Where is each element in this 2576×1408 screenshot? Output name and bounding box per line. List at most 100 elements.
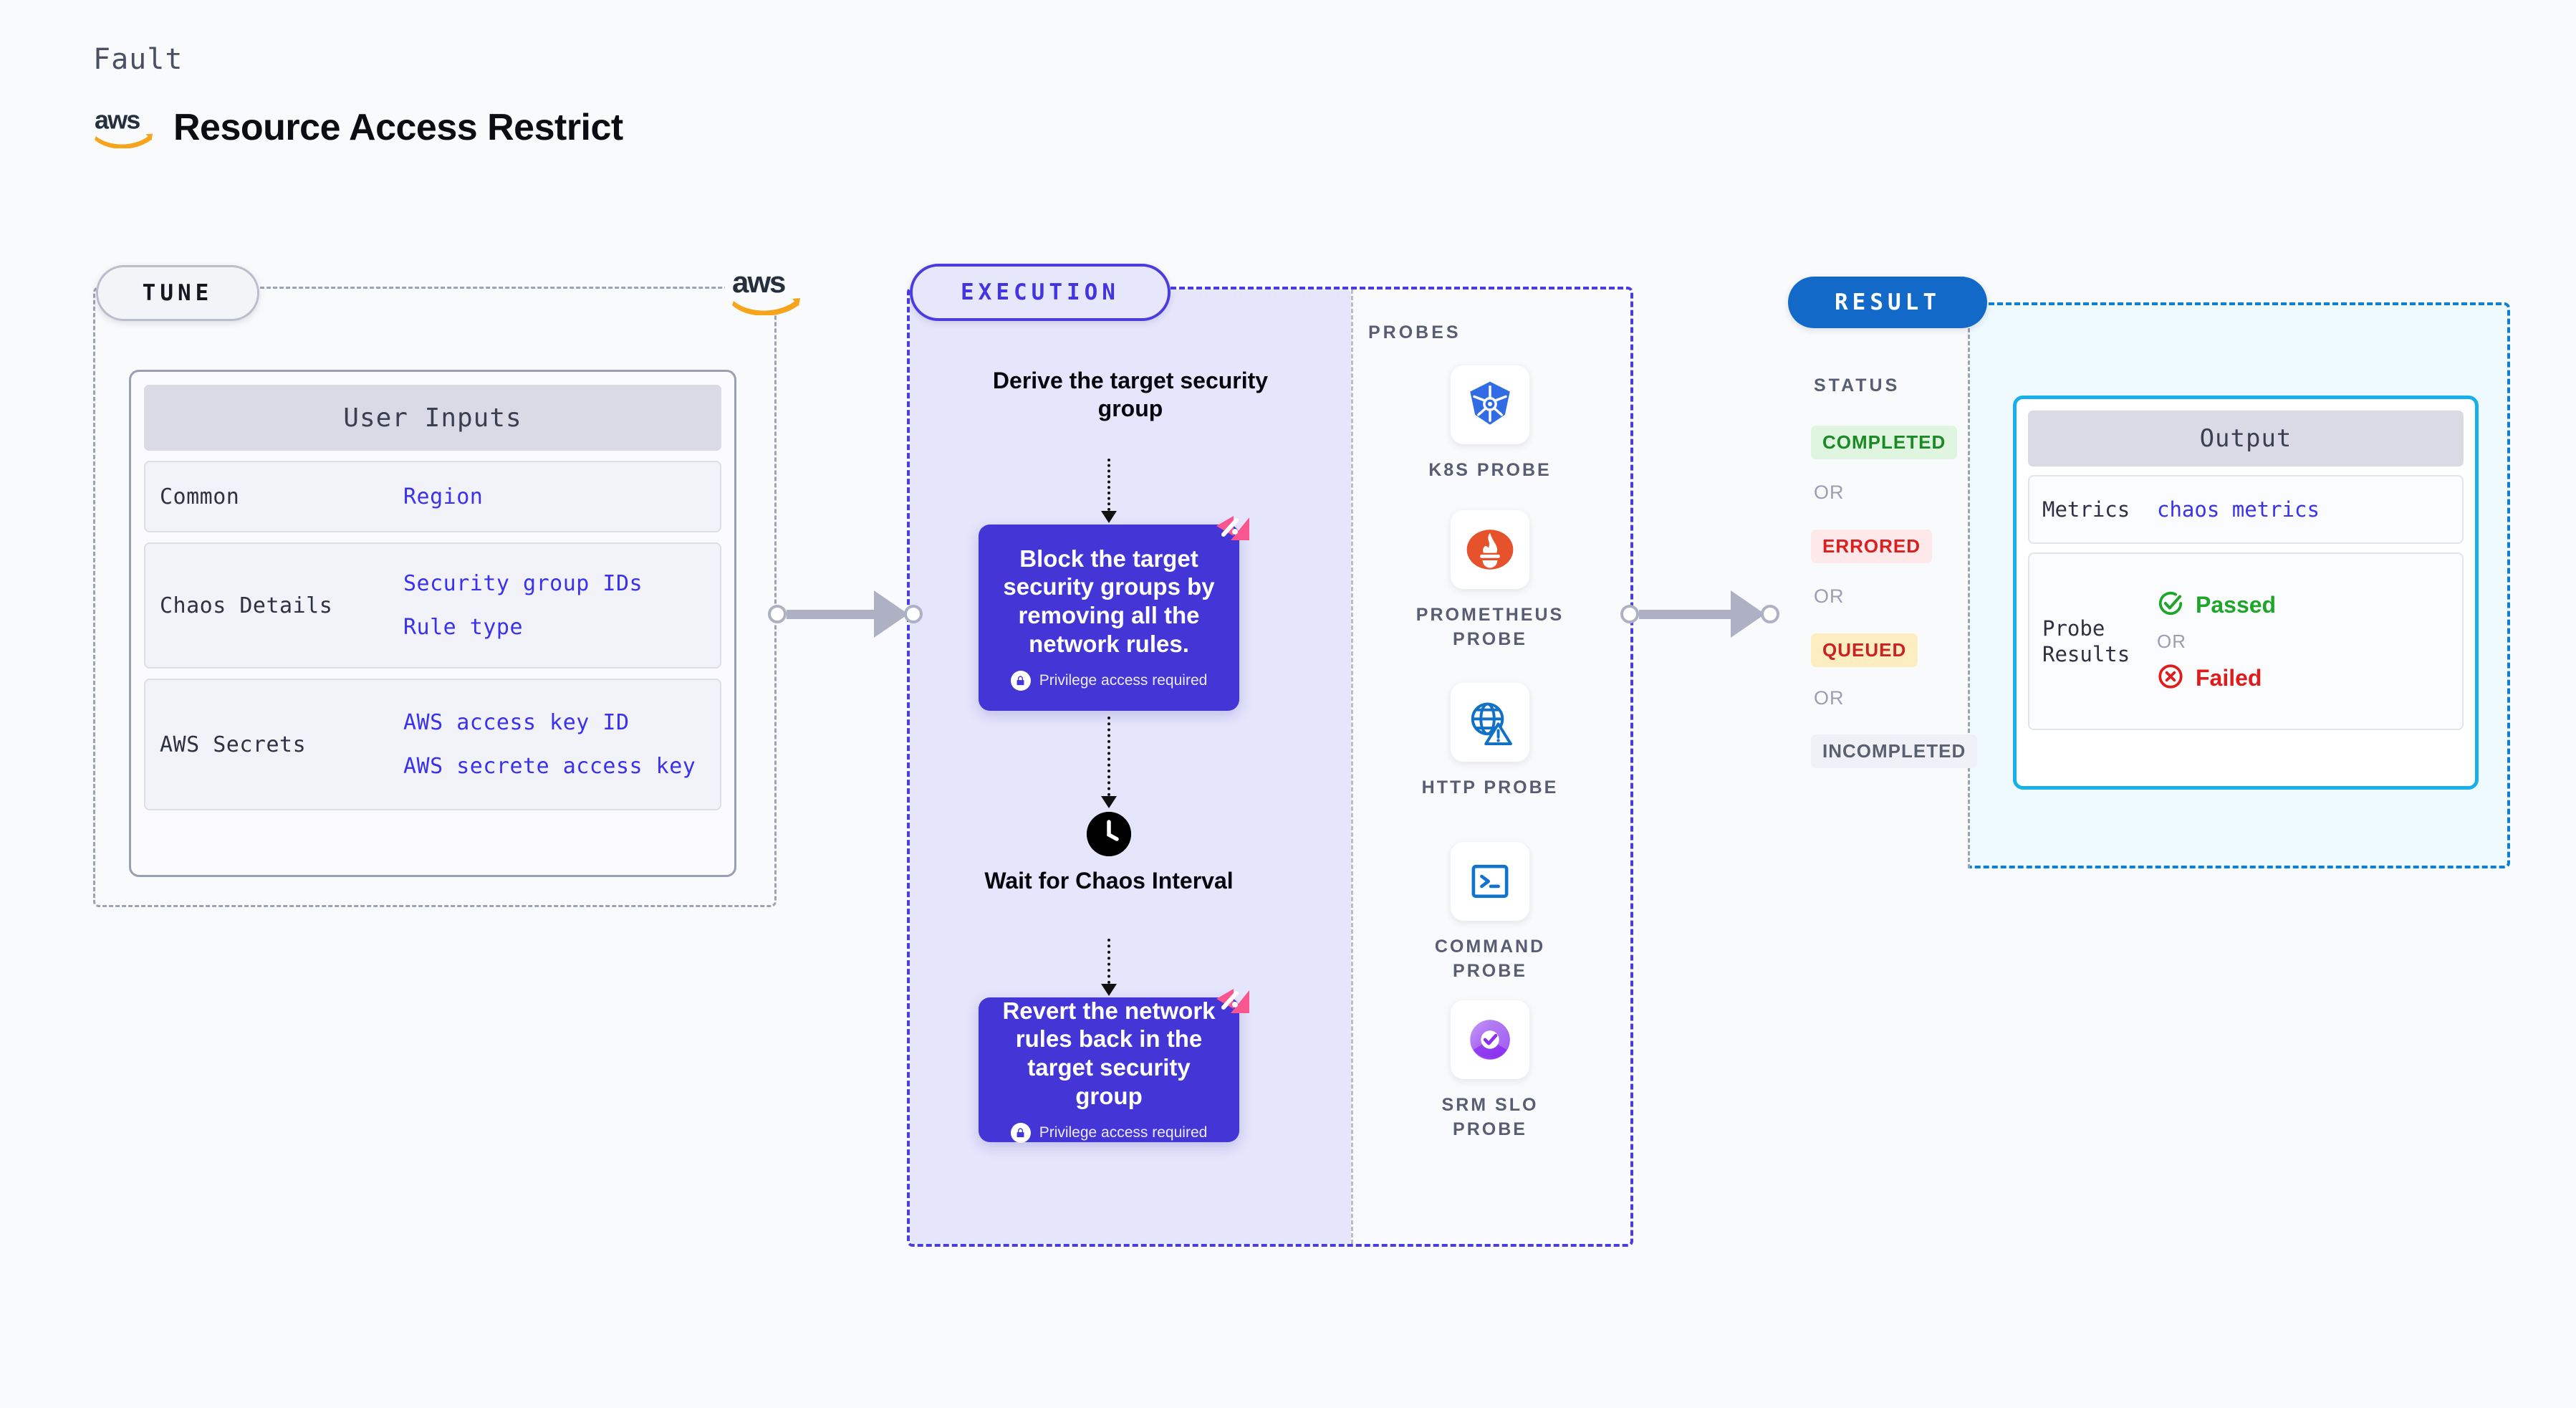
probe-result-passed: Passed	[2157, 590, 2276, 621]
title-row: aws Resource Access Restrict	[93, 106, 623, 149]
input-row-chaos-details: Chaos Details Security group IDs Rule ty…	[144, 542, 721, 669]
output-row-metrics: Metrics chaos metrics	[2028, 475, 2464, 544]
probe-result-passed-label: Passed	[2196, 591, 2277, 618]
execution-card-note-text: Privilege access required	[1039, 672, 1208, 689]
result-pill[interactable]: RESULT	[1788, 277, 1987, 328]
arrow-head-icon	[1100, 796, 1117, 808]
arrow-derive-to-block	[1100, 459, 1117, 523]
step-derive-label: Derive the target security group	[992, 368, 1269, 422]
status-label: STATUS	[1814, 375, 1900, 396]
probe-http[interactable]: HTTP PROBE	[1411, 683, 1569, 800]
execution-card-note-text: Privilege access required	[1039, 1124, 1208, 1141]
connector-tune-to-execution	[768, 590, 923, 638]
harness-chaos-icon	[1212, 983, 1252, 1023]
connector-dot	[1761, 605, 1779, 623]
output-card: Output Metrics chaos metrics Probe Resul…	[2013, 396, 2479, 790]
execution-card-title: Revert the network rules back in the tar…	[1002, 997, 1216, 1109]
probes-label: PROBES	[1368, 322, 1461, 343]
status-badge-completed: COMPLETED	[1811, 426, 1958, 459]
http-globe-warning-icon	[1451, 683, 1529, 762]
page-title: Resource Access Restrict	[173, 107, 623, 148]
input-row-key: Common	[160, 484, 240, 509]
or-separator: OR	[1814, 482, 1845, 503]
output-row-value: chaos metrics	[2157, 497, 2320, 522]
fault-label: Fault	[93, 43, 183, 76]
probe-result-stack: Passed OR Failed	[2157, 590, 2276, 694]
input-row-key: Chaos Details	[160, 593, 333, 618]
arrow-head-icon	[1100, 984, 1117, 996]
user-inputs-title: User Inputs	[144, 385, 721, 451]
connector-line	[787, 609, 874, 619]
page-header: Fault aws Resource Access Restrict	[93, 43, 623, 149]
aws-logo-icon: aws	[725, 265, 808, 316]
or-separator: OR	[1814, 585, 1845, 607]
status-badge-incompleted: INCOMPLETED	[1811, 734, 1978, 768]
svg-text:aws: aws	[95, 107, 140, 135]
probe-command[interactable]: COMMAND PROBE	[1411, 842, 1569, 984]
execution-card-note: Privilege access required	[1010, 1123, 1208, 1144]
input-row-key: AWS Secrets	[160, 732, 307, 757]
x-circle-icon	[2157, 663, 2184, 694]
output-row-key: Probe Results	[2042, 616, 2130, 666]
clock-icon	[1087, 812, 1131, 856]
terminal-icon	[1451, 842, 1529, 921]
arrow-stem	[1107, 939, 1110, 984]
input-row-value: Rule type	[403, 615, 524, 640]
output-row-key: Metrics	[2042, 497, 2130, 522]
probe-label: PROMETHEUS PROBE	[1416, 605, 1565, 649]
execution-card-revert[interactable]: Revert the network rules back in the tar…	[979, 989, 1249, 1144]
probe-prometheus[interactable]: PROMETHEUS PROBE	[1411, 510, 1569, 652]
or-separator: OR	[1814, 687, 1845, 709]
input-row-value: AWS access key ID	[403, 710, 630, 735]
connector-dot	[768, 605, 787, 623]
input-row-aws-secrets: AWS Secrets AWS access key ID AWS secret…	[144, 679, 721, 810]
probe-label: K8S PROBE	[1428, 460, 1552, 480]
user-inputs-card: User Inputs Common Region Chaos Details …	[129, 370, 736, 877]
prometheus-icon	[1451, 510, 1529, 589]
execution-card-note: Privilege access required	[1010, 671, 1208, 691]
arrow-wait-to-revert	[1100, 939, 1117, 996]
step-wait-label: Wait for Chaos Interval	[984, 868, 1234, 894]
output-title: Output	[2028, 411, 2464, 466]
connector-execution-to-result	[1620, 590, 1779, 638]
connector-dot	[1620, 605, 1639, 623]
kubernetes-icon	[1451, 365, 1529, 444]
input-row-value: Region	[403, 484, 484, 509]
execution-panel	[907, 287, 1633, 1247]
svg-text:aws: aws	[732, 267, 785, 299]
probe-result-failed: Failed	[2157, 663, 2276, 694]
lock-icon	[1010, 1123, 1031, 1144]
arrow-right-icon	[1731, 590, 1765, 638]
probe-k8s[interactable]: K8S PROBE	[1411, 365, 1569, 483]
check-circle-icon	[2157, 590, 2184, 621]
arrow-block-to-wait	[1100, 717, 1117, 808]
connector-line	[1639, 609, 1731, 619]
output-row-probe-results: Probe Results Passed OR	[2028, 552, 2464, 730]
execution-pill[interactable]: EXECUTION	[910, 264, 1171, 321]
tune-pill[interactable]: TUNE	[96, 265, 259, 321]
input-row-value: Security group IDs	[403, 571, 643, 596]
probe-label: HTTP PROBE	[1421, 777, 1559, 798]
probe-label: COMMAND PROBE	[1434, 937, 1546, 981]
probe-srm-slo[interactable]: SRM SLO PROBE	[1411, 1000, 1569, 1142]
aws-logo-icon: aws	[93, 106, 155, 149]
harness-chaos-icon	[1212, 510, 1252, 550]
connector-dot	[904, 605, 923, 623]
arrow-head-icon	[1100, 511, 1117, 523]
probe-result-failed-label: Failed	[2196, 664, 2262, 691]
probe-label: SRM SLO PROBE	[1441, 1095, 1539, 1139]
execution-card-title: Block the target security groups by remo…	[1003, 545, 1215, 657]
status-badge-errored: ERRORED	[1811, 530, 1933, 563]
arrow-stem	[1107, 717, 1110, 796]
status-badge-queued: QUEUED	[1811, 633, 1918, 667]
result-status-column	[1785, 302, 1970, 868]
input-row-value: AWS secrete access key	[403, 754, 696, 779]
input-row-common: Common Region	[144, 461, 721, 532]
srm-slo-donut-icon	[1451, 1000, 1529, 1079]
probes-divider	[1351, 289, 1353, 1244]
execution-card-block[interactable]: Block the target security groups by remo…	[979, 516, 1249, 711]
lock-icon	[1010, 671, 1031, 691]
arrow-stem	[1107, 459, 1110, 511]
arrow-right-icon	[874, 590, 908, 638]
or-separator: OR	[2157, 630, 2186, 652]
